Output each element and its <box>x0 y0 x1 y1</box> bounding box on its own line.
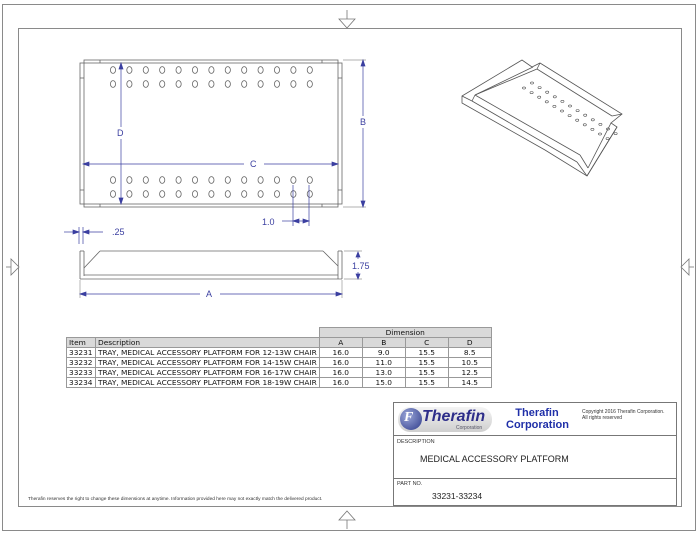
cell-a: 16.0 <box>318 367 363 378</box>
cell-description: TRAY, MEDICAL ACCESSORY PLATFORM FOR 18-… <box>95 377 320 388</box>
cell-c: 15.5 <box>404 377 449 388</box>
copyright-notice: Copyright 2016 Therafin Corporation. All… <box>582 409 664 421</box>
description-section: DESCRIPTION MEDICAL ACCESSORY PLATFORM <box>394 436 676 479</box>
centering-markers <box>6 10 694 529</box>
top-view-dimensions <box>64 58 366 244</box>
cell-item: 33231 <box>66 347 96 358</box>
logo-emblem-icon: F <box>400 408 422 430</box>
part-no-value: 33231-33234 <box>432 491 483 501</box>
dimension-group-header: Dimension <box>318 327 492 338</box>
table-header-row: Item Description A B C D <box>66 337 492 348</box>
cell-d: 14.5 <box>447 377 492 388</box>
dimension-d-label: D <box>117 128 124 138</box>
col-header-item: Item <box>66 337 96 348</box>
table-row: 33232 TRAY, MEDICAL ACCESSORY PLATFORM F… <box>66 357 492 368</box>
dimension-b-label: B <box>360 117 366 127</box>
isometric-view <box>461 59 623 177</box>
cell-description: TRAY, MEDICAL ACCESSORY PLATFORM FOR 16-… <box>95 367 320 378</box>
company-name-line1: Therafin <box>515 407 559 419</box>
copyright-line1: Copyright 2016 Therafin Corporation. <box>582 409 665 415</box>
cell-item: 33234 <box>66 377 96 388</box>
col-header-b: B <box>361 337 406 348</box>
cell-b: 13.0 <box>361 367 406 378</box>
side-view <box>79 250 343 280</box>
side-view-dimensions <box>78 250 362 298</box>
cell-c: 15.5 <box>404 367 449 378</box>
lip-width-label: .25 <box>112 227 125 237</box>
title-block: F Therafin Corporation Therafin Corporat… <box>393 402 677 506</box>
description-value: MEDICAL ACCESSORY PLATFORM <box>420 454 569 464</box>
title-block-header: F Therafin Corporation Therafin Corporat… <box>394 403 676 436</box>
col-header-a: A <box>318 337 363 348</box>
copyright-line2: All rights reserved <box>582 415 623 421</box>
cell-item: 33232 <box>66 357 96 368</box>
top-view <box>79 59 343 208</box>
cell-b: 9.0 <box>361 347 406 358</box>
logo-text: Therafin <box>422 408 486 425</box>
part-no-label: PART NO. <box>397 481 423 487</box>
cell-b: 11.0 <box>361 357 406 368</box>
table-row: 33234 TRAY, MEDICAL ACCESSORY PLATFORM F… <box>66 377 492 388</box>
hole-spacing-label: 1.0 <box>262 217 275 227</box>
part-number-section: PART NO. 33231-33234 <box>394 479 676 506</box>
company-name-line2: Corporation <box>506 419 569 431</box>
col-header-description: Description <box>95 337 320 348</box>
col-header-c: C <box>404 337 449 348</box>
dimension-c-label: C <box>250 159 257 169</box>
height-label: 1.75 <box>352 261 370 271</box>
cell-a: 16.0 <box>318 357 363 368</box>
table-row: 33231 TRAY, MEDICAL ACCESSORY PLATFORM F… <box>66 347 492 358</box>
cell-item: 33233 <box>66 367 96 378</box>
logo-subtext: Corporation <box>456 425 483 431</box>
cell-a: 16.0 <box>318 347 363 358</box>
drawing-outer-border <box>2 4 696 531</box>
dimension-table: Dimension Item Description A B C D 33231… <box>66 327 492 388</box>
cell-b: 15.0 <box>361 377 406 388</box>
disclaimer-text: Therafin reserves the right to change th… <box>28 497 323 502</box>
cell-description: TRAY, MEDICAL ACCESSORY PLATFORM FOR 12-… <box>95 347 320 358</box>
cell-description: TRAY, MEDICAL ACCESSORY PLATFORM FOR 14-… <box>95 357 320 368</box>
company-name: Therafin Corporation <box>506 407 569 431</box>
cell-a: 16.0 <box>318 377 363 388</box>
col-header-d: D <box>447 337 492 348</box>
cell-c: 15.5 <box>404 357 449 368</box>
cell-d: 8.5 <box>447 347 492 358</box>
table-row: 33233 TRAY, MEDICAL ACCESSORY PLATFORM F… <box>66 367 492 378</box>
dimension-a-label: A <box>206 289 212 299</box>
cell-c: 15.5 <box>404 347 449 358</box>
description-label: DESCRIPTION <box>397 439 435 445</box>
cell-d: 12.5 <box>447 367 492 378</box>
company-logo: F Therafin Corporation <box>398 407 492 432</box>
cell-d: 10.5 <box>447 357 492 368</box>
